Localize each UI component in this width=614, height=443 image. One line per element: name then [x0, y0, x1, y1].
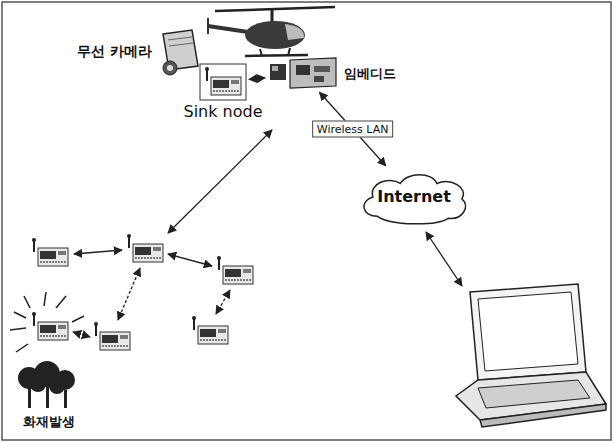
sensor-motes [32, 312, 68, 340]
mesh-links [118, 268, 140, 320]
camera-node: 무선 카메라 [158, 28, 200, 74]
fire-node: 화재발생 [18, 300, 80, 412]
connector [249, 78, 265, 80]
helicopter [245, 21, 305, 49]
mesh-links [73, 130, 462, 337]
sink-mote [200, 64, 246, 100]
internet-cloud: Internet [357, 168, 471, 226]
cloud-outline [364, 175, 466, 224]
embedded-node: 임베디드 [268, 58, 338, 90]
helicopter [215, 7, 335, 11]
wireless-camera [163, 61, 177, 75]
fire-burst [16, 344, 28, 352]
wireless-camera [168, 37, 192, 40]
sensor-motes [127, 234, 163, 262]
node-label: Internet [377, 188, 451, 206]
sensor-motes [192, 316, 228, 344]
sensor-motes [94, 322, 130, 350]
laptop [480, 404, 606, 427]
sensor-motes [217, 256, 253, 284]
trees [46, 386, 49, 408]
wireless-camera [167, 65, 173, 71]
embedded-board [296, 65, 310, 75]
mesh-links [216, 290, 230, 314]
trees [28, 388, 31, 408]
edge-label: Wireless LAN [312, 121, 394, 138]
trees [49, 378, 65, 394]
fire-burst [56, 296, 66, 308]
laptop [470, 284, 586, 380]
embedded-board [314, 76, 324, 82]
node-label: 임베디드 [344, 67, 396, 82]
fire-burst [14, 312, 26, 318]
laptop [456, 284, 606, 427]
helicopter [207, 18, 209, 34]
helicopter [208, 26, 248, 32]
fire-burst [72, 316, 84, 322]
helicopter [208, 7, 335, 56]
embedded-board [314, 66, 330, 72]
node-label: 무선 카메라 [77, 43, 152, 59]
trees [30, 376, 46, 392]
embedded-board [270, 58, 336, 88]
wireless-camera [163, 30, 198, 75]
wireless-camera [169, 43, 193, 46]
laptop [478, 380, 590, 408]
laptop [478, 292, 578, 371]
fire-burst [10, 292, 84, 352]
mesh-links [168, 130, 272, 233]
helicopter [271, 9, 274, 22]
helicopter [285, 24, 304, 40]
helicopter [245, 55, 308, 56]
fire-burst [44, 292, 46, 306]
mesh-links [74, 250, 122, 254]
sink-node: Sink node [200, 64, 246, 100]
sensor-motes [32, 234, 253, 350]
mesh-links [73, 332, 90, 337]
trees [64, 390, 67, 408]
trees [18, 361, 75, 408]
sensor-motes [32, 238, 68, 266]
sink-mote [205, 67, 241, 95]
embedded-board [290, 58, 336, 88]
fire-burst [24, 296, 30, 308]
mesh-links [426, 232, 462, 286]
embedded-board [270, 64, 286, 80]
mesh-links [168, 254, 212, 266]
sink-mote [200, 64, 246, 100]
node-label: 화재발생 [23, 415, 75, 430]
fire-burst [10, 328, 26, 330]
embedded-board [272, 66, 278, 71]
node-label: Sink node [183, 103, 262, 121]
